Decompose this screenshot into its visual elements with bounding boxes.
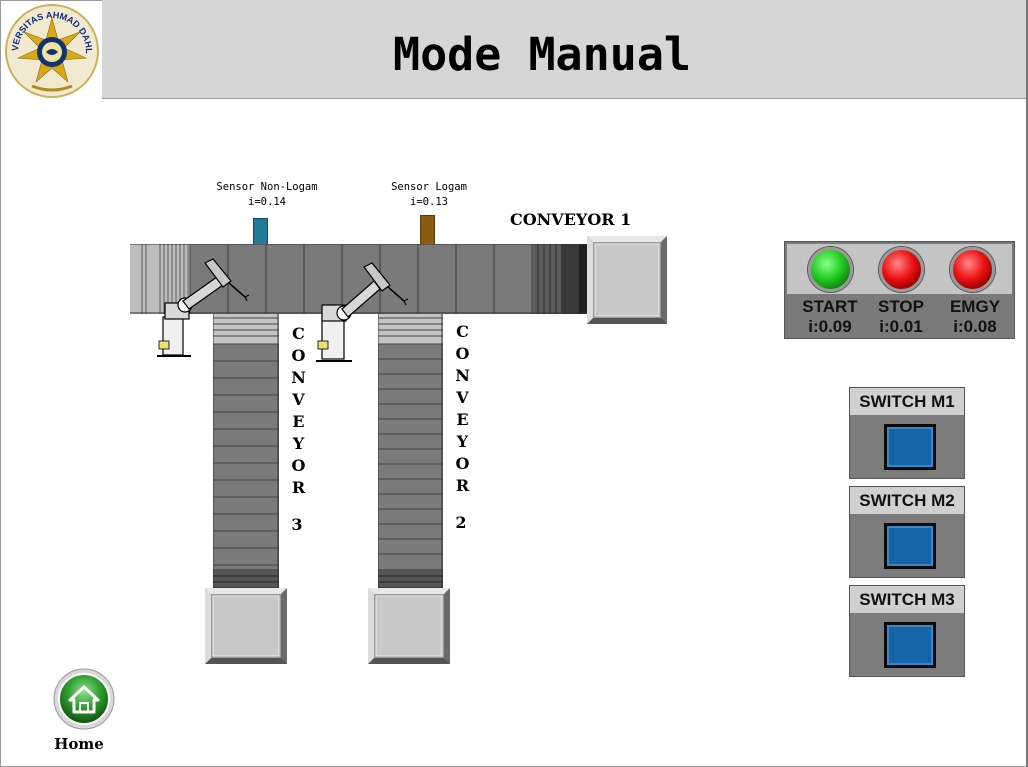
sensor-non-logam-name: Sensor Non-Logam xyxy=(216,181,318,193)
conveyor-3-word: CONVEYOR xyxy=(289,324,308,500)
robot-arm-middle-icon xyxy=(316,262,409,362)
switch-m1-face xyxy=(887,427,933,467)
conveyor-2-label: CONVEYOR 2 xyxy=(452,322,472,533)
start-label: START i:0.09 xyxy=(791,297,869,337)
university-logo: UNIVERSITAS AHMAD DAHLAN xyxy=(0,0,102,99)
sensor-logam-name: Sensor Logam xyxy=(391,181,467,193)
start-button[interactable] xyxy=(808,247,853,292)
home-button[interactable] xyxy=(53,668,115,730)
start-address: i:0.09 xyxy=(808,317,852,336)
sensor-non-logam-label: Sensor Non-Logam i=0.14 xyxy=(207,180,327,210)
sensor-non-logam-address: i=0.14 xyxy=(248,196,286,208)
conveyor-2-number: 2 xyxy=(455,513,467,532)
switch-m3-button[interactable] xyxy=(884,622,936,668)
conveyor-3 xyxy=(213,314,279,592)
home-label: Home xyxy=(54,735,104,753)
switch-m2-header: SWITCH M2 xyxy=(850,487,964,514)
conveyor-1-label: CONVEYOR 1 xyxy=(510,210,632,229)
switch-m3-header: SWITCH M3 xyxy=(850,586,964,613)
switch-m2-button[interactable] xyxy=(884,523,936,569)
frame-right-border xyxy=(1026,0,1028,767)
sensor-logam-address: i=0.13 xyxy=(410,196,448,208)
start-label-text: START xyxy=(802,297,858,316)
switch-m3-panel: SWITCH M3 xyxy=(849,585,965,677)
sensor-logam-label: Sensor Logam i=0.13 xyxy=(378,180,480,210)
switch-m2-label: SWITCH M2 xyxy=(859,491,955,510)
switch-m1-header: SWITCH M1 xyxy=(850,388,964,415)
emergency-address: i:0.08 xyxy=(953,317,997,336)
stop-address: i:0.01 xyxy=(879,317,923,336)
switch-m3-face xyxy=(887,625,933,665)
switch-m1-label: SWITCH M1 xyxy=(859,392,955,411)
conveyor-1-bin xyxy=(587,236,667,324)
emergency-button[interactable] xyxy=(950,247,995,292)
emergency-label: EMGY i:0.08 xyxy=(936,297,1014,337)
pushbutton-panel: START i:0.09 STOP i:0.01 EMGY i:0.08 xyxy=(784,241,1015,339)
switch-m2-face xyxy=(887,526,933,566)
switch-m1-button[interactable] xyxy=(884,424,936,470)
conveyor-3-label: CONVEYOR 3 xyxy=(288,324,308,535)
switch-m1-panel: SWITCH M1 xyxy=(849,387,965,479)
switch-m3-label: SWITCH M3 xyxy=(859,590,955,609)
switch-m2-panel: SWITCH M2 xyxy=(849,486,965,578)
robot-arm-left-icon xyxy=(157,258,250,357)
home-icon xyxy=(53,668,115,730)
conveyor-3-number: 3 xyxy=(291,515,303,534)
emergency-label-text: EMGY xyxy=(949,297,1001,316)
page-title: Mode Manual xyxy=(392,28,691,81)
header-bar: Mode Manual xyxy=(102,0,1026,99)
conveyor-2-bin xyxy=(368,588,450,664)
stop-button[interactable] xyxy=(879,247,924,292)
conveyor-3-bin xyxy=(205,588,287,664)
conveyor-2 xyxy=(378,314,443,592)
stop-label-text: STOP xyxy=(878,297,924,316)
stop-label: STOP i:0.01 xyxy=(863,297,939,337)
sensor-logam-indicator xyxy=(420,215,435,247)
conveyor-2-word: CONVEYOR xyxy=(453,322,472,498)
